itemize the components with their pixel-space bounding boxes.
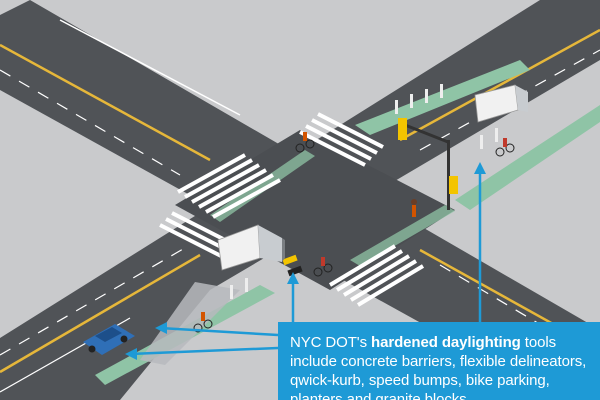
callout-highlight: hardened daylighting: [371, 334, 521, 351]
arrowhead: [125, 348, 137, 360]
speed-bump-icon: [287, 265, 303, 277]
arrowhead: [287, 272, 299, 284]
center-line: [0, 43, 211, 162]
pedestrian-icon: [411, 199, 417, 217]
lane-line: [59, 19, 241, 116]
cyclist-icon: [313, 257, 333, 277]
center-line: [399, 28, 600, 142]
crosswalk: [328, 244, 425, 307]
center-line: [0, 253, 201, 374]
traffic-signal-icon: [398, 118, 458, 210]
flexible-delineators: [230, 84, 498, 299]
lane-line: [0, 244, 191, 356]
daylighting-zone: [140, 282, 240, 365]
box-truck-icon: [474, 84, 528, 123]
cyclist-icon: [295, 132, 315, 153]
cyclist-icon: [193, 312, 213, 333]
speed-bump-icon: [282, 254, 298, 266]
cyclist-icon: [495, 138, 515, 157]
arrowhead: [474, 162, 486, 174]
bike-lane: [455, 105, 600, 210]
bike-lane: [350, 205, 455, 266]
arrowhead: [155, 322, 167, 334]
callout-text-part2: tools include concrete barriers, flexibl…: [290, 334, 587, 400]
callout-text-part1: NYC DOT's: [290, 334, 372, 351]
sedan-icon: [83, 324, 135, 355]
crosswalk: [177, 153, 281, 219]
callout-pointer: [129, 168, 482, 356]
crosswalk: [299, 112, 384, 167]
box-truck-icon: [217, 224, 285, 271]
daylighting-callout: NYC DOT's hardened daylighting tools inc…: [278, 322, 600, 400]
